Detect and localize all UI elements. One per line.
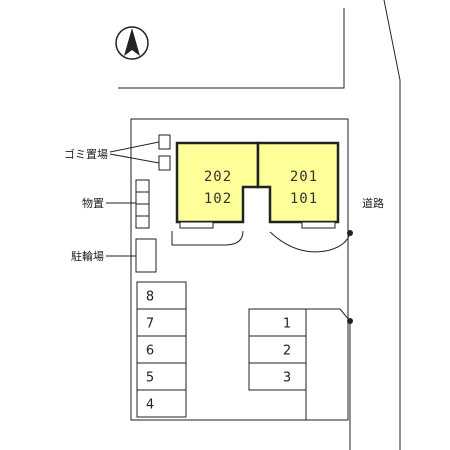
site-boundary	[130, 118, 349, 421]
parking-stall-number: 4	[146, 398, 154, 413]
unit-201-label: 201	[290, 169, 318, 185]
parking-stall-number: 7	[146, 317, 154, 332]
porch-left	[179, 221, 214, 229]
unit-101-label: 101	[290, 191, 318, 207]
unit-block-right	[256, 141, 340, 224]
parking-stall-number: 1	[283, 317, 291, 332]
parking-stall	[248, 362, 307, 391]
road-label: 道路	[362, 196, 384, 210]
building: 202 102 201 101	[175, 141, 340, 224]
parking-stall	[136, 308, 187, 337]
parking-stall	[136, 362, 187, 391]
road-edge-upper	[118, 8, 345, 89]
bicycle-parking	[135, 238, 157, 273]
parking-stall-number: 3	[283, 371, 291, 386]
gate-dot-upper	[347, 230, 353, 236]
north-arrow-icon	[115, 26, 149, 60]
unit-102-label: 102	[204, 191, 232, 207]
bicycle-label: 駐輪場	[71, 249, 104, 263]
garbage-leader-2	[109, 153, 160, 164]
parking-stall-number: 5	[146, 371, 154, 386]
unit-202-label: 202	[204, 169, 232, 185]
road-edge-right	[383, 0, 401, 450]
porch-right	[301, 221, 336, 229]
parking-stall-number: 2	[283, 344, 291, 359]
parking-stall	[248, 308, 307, 337]
parking-left-group: 8 7 6 5 4	[136, 281, 187, 418]
gate-dot-lower	[347, 318, 353, 324]
storage-label: 物置	[82, 196, 104, 210]
driveway-arc-left	[171, 230, 244, 246]
parking-stall-number: 6	[146, 344, 154, 359]
parking-stall	[136, 389, 187, 418]
parking-stall	[248, 335, 307, 364]
garbage-box-1	[158, 134, 171, 150]
parking-stall-number: 8	[146, 290, 154, 305]
garbage-box-2	[158, 155, 171, 171]
parking-stall	[136, 281, 187, 310]
driveway-lower	[305, 308, 351, 450]
parking-stall	[136, 335, 187, 364]
storage-shed	[135, 179, 150, 229]
garbage-label: ゴミ置場	[64, 147, 108, 161]
parking-right-group: 1 2 3	[248, 308, 307, 391]
driveway-arc-right	[269, 231, 351, 253]
garbage-leader-1	[109, 141, 160, 153]
